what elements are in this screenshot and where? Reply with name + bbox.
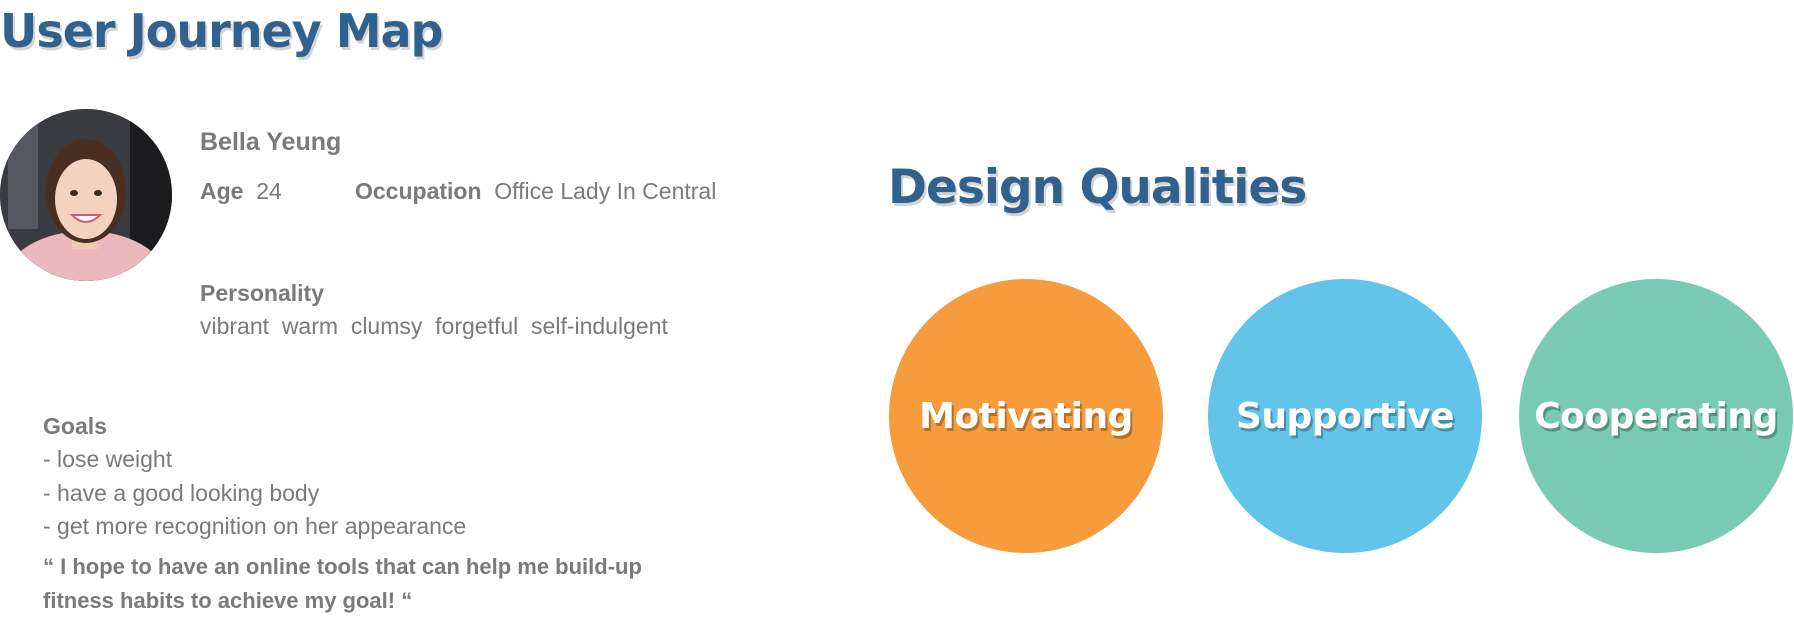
quality-label: Supportive: [1235, 395, 1455, 437]
quality-circle-motivating: Motivating: [889, 279, 1163, 553]
quote-line: “ I hope to have an online tools that ca…: [43, 554, 642, 579]
age-row: Age 24: [200, 178, 282, 205]
design-qualities-title: Design Qualities: [888, 160, 1307, 215]
quality-label: Cooperating: [1534, 395, 1778, 437]
avatar: [0, 109, 172, 281]
quote-line: fitness habits to achieve my goal! “: [43, 588, 413, 613]
persona-name: Bella Yeung: [200, 128, 342, 156]
goals-label: Goals: [43, 413, 107, 439]
occupation-value: Office Lady In Central: [494, 178, 717, 204]
quality-circle-cooperating: Cooperating: [1519, 279, 1793, 553]
occupation-row: Occupation Office Lady In Central: [355, 178, 716, 205]
goal-item: - have a good looking body: [43, 480, 320, 506]
quality-label: Motivating: [919, 395, 1133, 437]
occupation-label: Occupation: [355, 178, 482, 204]
age-value: 24: [256, 178, 282, 204]
goal-item: - get more recognition on her appearance: [43, 513, 467, 539]
quality-circle-supportive: Supportive: [1208, 279, 1482, 553]
goal-item: - lose weight: [43, 446, 173, 472]
personality-label: Personality: [200, 280, 324, 306]
age-label: Age: [200, 178, 244, 204]
page-title: User Journey Map: [0, 4, 443, 58]
personality-traits: vibrant warm clumsy forgetful self-indul…: [200, 313, 668, 339]
